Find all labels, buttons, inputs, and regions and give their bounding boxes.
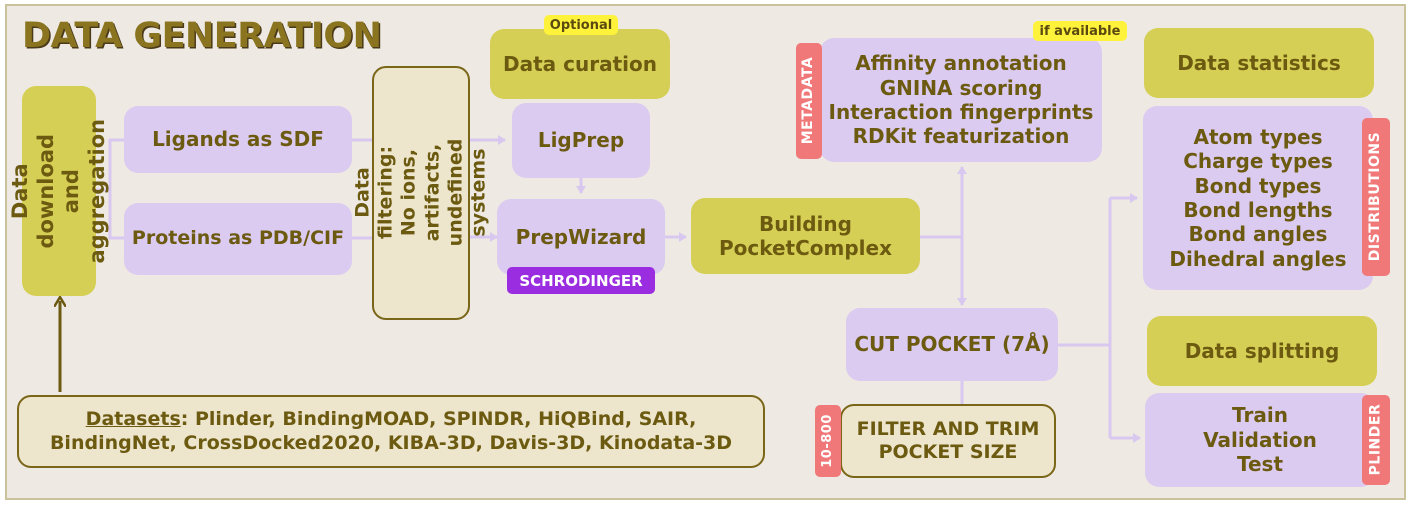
size-tag: 10-800 xyxy=(815,405,841,477)
conn-download-split xyxy=(96,138,124,240)
conn-cutpocket-branch xyxy=(1058,198,1112,347)
distribution-item: Dihedral angles xyxy=(1169,246,1347,271)
ligands-box: Ligands as SDF xyxy=(124,106,352,173)
stats-box: Data statistics xyxy=(1144,28,1374,98)
plinder-tag: PLINDER xyxy=(1362,395,1390,485)
ligprep-box: LigPrep xyxy=(512,103,650,178)
metadata-item: Affinity annotation xyxy=(855,51,1067,76)
filtering-box xyxy=(372,66,470,320)
prepwizard-box: PrepWizard xyxy=(497,199,665,275)
distribution-item: Charge types xyxy=(1183,149,1333,174)
splitting-box: Data splitting xyxy=(1147,316,1377,386)
split-item: Test xyxy=(1236,452,1283,477)
cut-pocket-box: CUT POCKET (7Å) xyxy=(846,308,1058,381)
datasets-box: Datasets: Plinder, BindingMOAD, SPINDR, … xyxy=(17,395,765,468)
distribution-item: Bond angles xyxy=(1188,222,1328,247)
metadata-tag: METADATA xyxy=(796,43,822,159)
schrodinger-tag: SCHRODINGER xyxy=(507,267,655,294)
filter-trim-box: FILTER AND TRIM POCKET SIZE xyxy=(840,404,1056,478)
datasets-label: Datasets xyxy=(85,408,181,431)
if-available-tag: if available xyxy=(1033,21,1127,41)
metadata-item: Interaction fingerprints xyxy=(828,100,1094,124)
distribution-item: Bond lengths xyxy=(1183,198,1333,222)
metadata-item: RDKit featurization xyxy=(852,124,1070,149)
splits-box: Train Validation Test xyxy=(1145,393,1375,487)
filtering-label: Data filtering: No ions, artifacts, unde… xyxy=(351,139,490,247)
building-box: Building PocketComplex xyxy=(691,198,920,274)
distributions-tag: DISTRIBUTIONS xyxy=(1362,118,1390,276)
datasets-line2: BindingNet, CrossDocked2020, KIBA-3D, Da… xyxy=(49,431,733,454)
optional-tag: Optional xyxy=(544,15,618,35)
split-item: Train xyxy=(1232,403,1288,428)
distributions-box: Atom types Charge types Bond types Bond … xyxy=(1143,106,1373,290)
curation-box: Data curation xyxy=(490,29,670,99)
datasets-line1: : Plinder, BindingMOAD, SPINDR, HiQBind,… xyxy=(180,408,697,431)
proteins-box: Proteins as PDB/CIF xyxy=(124,203,352,275)
split-item: Validation xyxy=(1203,427,1317,452)
distribution-item: Bond types xyxy=(1194,173,1322,198)
diagram-title: DATA GENERATION xyxy=(22,16,382,56)
download-label: Data download and aggregation xyxy=(7,118,109,264)
download-box xyxy=(22,86,96,296)
metadata-box: Affinity annotation GNINA scoring Intera… xyxy=(820,38,1102,162)
metadata-item: GNINA scoring xyxy=(879,75,1043,100)
distribution-item: Atom types xyxy=(1193,124,1323,149)
